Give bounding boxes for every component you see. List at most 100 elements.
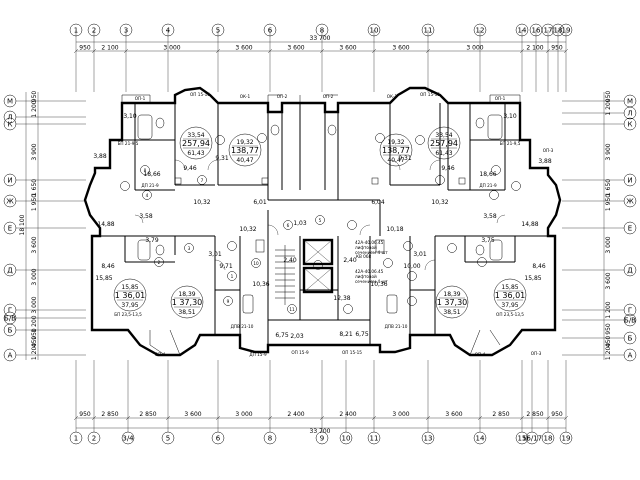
- apartment-code: 138,77: [231, 146, 259, 155]
- axis-label-bottom: 19: [562, 435, 571, 443]
- room-number: 11: [289, 307, 295, 312]
- room-area: 8,46: [532, 263, 546, 270]
- room-number-circle: [403, 241, 413, 251]
- room-number-circle: [491, 165, 501, 175]
- axis-label-bottom: 3/4: [122, 435, 134, 443]
- apartment-living-area: 33,54: [187, 132, 204, 139]
- dim-bottom: 950: [79, 411, 91, 418]
- vent-shafts: [174, 177, 466, 185]
- room-area: 9,46: [441, 165, 455, 172]
- opening-annotation: ОК-1: [387, 94, 398, 99]
- dim-top: 950: [551, 45, 563, 52]
- apartment-circle: [179, 126, 213, 160]
- axis-marker-right: [623, 173, 637, 187]
- room-area: 3,79: [145, 237, 159, 244]
- dim-left: 3 900: [31, 143, 38, 160]
- axis-label-bottom: 16/17: [522, 435, 542, 443]
- room-area: 3,88: [538, 158, 552, 165]
- dim-right: 950: [605, 323, 612, 335]
- room-number: 3: [188, 246, 191, 251]
- apartment-living-area: 18,39: [443, 291, 460, 298]
- apartment-code: 1 36,01: [115, 291, 146, 300]
- axis-marker-bottom: [211, 431, 225, 445]
- apartment-living-area: 18,39: [178, 291, 195, 298]
- staircase: [275, 245, 295, 305]
- opening-annotation: ДП 21-9: [479, 183, 497, 188]
- dim-tick: [125, 415, 131, 421]
- room-number-circle: [489, 190, 499, 200]
- axis-marker-bottom: [515, 431, 529, 445]
- axis-label-top: 2: [92, 27, 96, 35]
- dim-tick: [371, 415, 377, 421]
- room-number-circle: [140, 165, 150, 175]
- apartment-living-area: 19,32: [236, 139, 253, 146]
- dim-tick: [519, 415, 525, 421]
- dim-bottom: 2 850: [101, 411, 118, 418]
- room-number-circle: [154, 257, 164, 267]
- axis-label-top: 5: [216, 27, 220, 35]
- axis-marker-bottom: [315, 431, 329, 445]
- dim-bottom: 950: [551, 411, 563, 418]
- room-number-circle: [227, 241, 237, 251]
- axis-marker-bottom: [121, 431, 135, 445]
- opening-annotation: ДПВ 21-10: [231, 324, 254, 329]
- room-area: 9,71: [219, 263, 233, 270]
- room-area: 18,66: [479, 171, 496, 178]
- dim-top: 2 100: [101, 45, 118, 52]
- axis-label-bottom: 8: [268, 435, 272, 443]
- apartment-total-area: 61,43: [187, 150, 204, 157]
- axis-marker-top: [211, 23, 225, 37]
- axis-marker-top: [367, 23, 381, 37]
- grid-lines: [16, 30, 624, 432]
- room-area: 3,58: [483, 213, 497, 220]
- lift-note: сечением 4 шт: [355, 279, 388, 284]
- axis-marker-top: [515, 23, 529, 37]
- opening-annotation: ОП-1: [495, 96, 506, 101]
- dim-tick: [425, 48, 431, 54]
- room-number: 6: [287, 223, 290, 228]
- axis-marker-top: [421, 23, 435, 37]
- axis-label-top: 4: [166, 27, 171, 35]
- opening-annotation: ДП 15-9: [249, 352, 267, 357]
- axis-label-left: Д: [7, 267, 13, 275]
- opening-annotation: ОП-3: [543, 148, 554, 153]
- apartment-living-area: 19,32: [387, 139, 404, 146]
- lift-note: лифтовой: [355, 245, 377, 250]
- dim-right: 1 950: [605, 194, 612, 211]
- room-area: 3,88: [93, 153, 107, 160]
- room-area: 10,32: [193, 199, 210, 206]
- room-area: 12,38: [333, 295, 350, 302]
- opening-annotation: ОП 15-15: [420, 92, 440, 97]
- room-number-circle: [184, 243, 194, 253]
- opening-annotation: ДПВ 21-10: [385, 324, 408, 329]
- room-area: 6,75: [355, 331, 369, 338]
- opening-annotation: БП 23,5-13,5: [114, 312, 142, 317]
- dim-left: 1 200: [31, 343, 38, 360]
- room-area: 14,88: [97, 221, 114, 228]
- axis-marker-right: [623, 194, 637, 208]
- axis-label-top: 16: [532, 27, 541, 35]
- axis-label-top: 3: [124, 27, 128, 35]
- dim-tick: [519, 48, 525, 54]
- axis-label-bottom: 2: [92, 435, 96, 443]
- room-area: 3,75: [481, 237, 495, 244]
- apartment-code: 257,94: [430, 139, 458, 148]
- room-number-circle: [383, 258, 393, 268]
- axis-marker-left: [3, 194, 17, 208]
- room-number-circle: [407, 296, 417, 306]
- room-area: 10,32: [431, 199, 448, 206]
- axis-label-right: М: [627, 98, 633, 106]
- axis-label-bottom: 15: [518, 435, 527, 443]
- dim-tick: [215, 415, 221, 421]
- room-number-circle: [343, 304, 353, 314]
- axis-marker-bottom: [473, 431, 487, 445]
- room-number: 7: [201, 178, 204, 183]
- room-number-circle: [120, 181, 130, 191]
- room-number-circle: [223, 296, 233, 306]
- building-walls: [83, 86, 562, 357]
